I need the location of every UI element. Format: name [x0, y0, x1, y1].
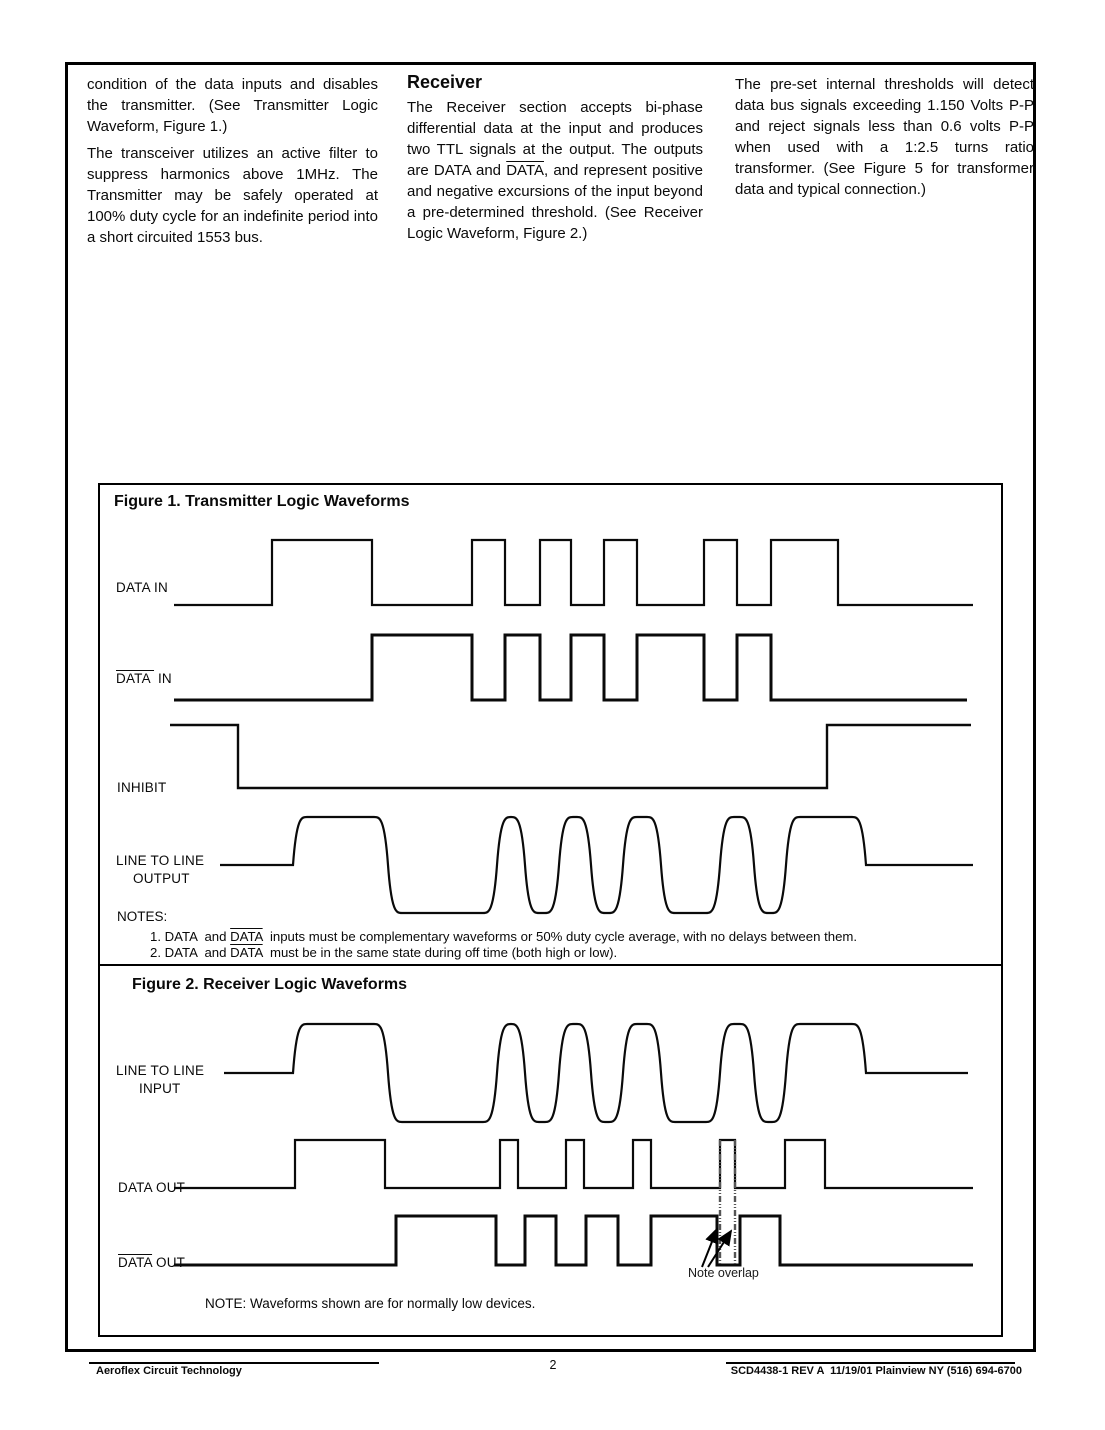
column-left: condition of the data inputs and disable…: [87, 74, 378, 254]
data-bar-word: DATA: [230, 945, 263, 960]
receiver-paragraph: The Receiver section accepts bi-phase di…: [407, 97, 703, 244]
figure2-box: Figure 2. Receiver Logic Waveforms LINE …: [98, 966, 1003, 1337]
figure2-waveforms: [174, 1022, 973, 1268]
footer-company: Aeroflex Circuit Technology: [96, 1365, 242, 1377]
data-bar-in-label: DATA IN: [116, 671, 172, 686]
line-to-line-output-label-1: LINE TO LINE: [116, 853, 205, 868]
receiver-heading: Receiver: [407, 72, 483, 92]
figure2-title: Figure 2. Receiver Logic Waveforms: [132, 976, 408, 993]
data-bar-in-trace: [174, 633, 967, 702]
data-bar-word: DATA: [506, 162, 544, 179]
col3-paragraph: The pre-set internal thresholds will det…: [735, 76, 1034, 198]
col1-paragraph-2: The transceiver utilizes an active filte…: [87, 145, 378, 246]
receiver-paragraph-pre: The Receiver section accepts bi-phase di…: [407, 99, 703, 179]
notes-heading: NOTES:: [117, 909, 168, 924]
data-bar-out-label: DATA OUT: [118, 1255, 186, 1270]
note-overlap-label: Note overlap: [688, 1266, 759, 1280]
figure1-title: Figure 1. Transmitter Logic Waveforms: [114, 493, 410, 510]
line-to-line-input-trace: [224, 1022, 968, 1124]
page-number: 2: [549, 1358, 557, 1372]
data-bar-out-trace: [174, 1214, 973, 1267]
figure2-bottom-note: NOTE: Waveforms shown are for normally l…: [205, 1296, 536, 1311]
column-middle: Receiver The Receiver section accepts bi…: [407, 70, 703, 250]
footer-rule-left: [89, 1362, 379, 1364]
data-out-trace: [174, 1138, 973, 1190]
data-in-trace: [174, 538, 973, 607]
overlap-arrow-2: [707, 1229, 733, 1268]
note-1: 1. DATA and DATA inputs must be compleme…: [150, 929, 858, 944]
line-to-line-input-label-2: INPUT: [139, 1081, 181, 1096]
receiver-paragraph-post: , and represent positive and negative ex…: [407, 162, 703, 242]
overlap-arrow-1: [701, 1227, 719, 1268]
line-to-line-output-trace: [220, 815, 973, 915]
data-out-label: DATA OUT: [118, 1180, 186, 1195]
note-2: 2. DATA and DATA must be in the same sta…: [150, 945, 618, 960]
inhibit-label: INHIBIT: [117, 780, 167, 795]
line-to-line-input-label-1: LINE TO LINE: [116, 1063, 205, 1078]
footer-doc-id: SCD4438-1 REV A 11/19/01 Plainview NY (5…: [730, 1365, 1022, 1377]
data-bar-word: DATA: [230, 929, 263, 944]
figure1-box: Figure 1. Transmitter Logic Waveforms DA…: [98, 483, 1003, 966]
column-right: The pre-set internal thresholds will det…: [735, 74, 1034, 206]
figure1-waveforms: [170, 538, 973, 915]
col1-paragraph-1: condition of the data inputs and disable…: [87, 76, 378, 135]
line-to-line-output-label-2: OUTPUT: [133, 871, 190, 886]
data-in-label: DATA IN: [116, 580, 168, 595]
footer-rule-right: [726, 1362, 1015, 1364]
inhibit-trace: [170, 723, 971, 790]
